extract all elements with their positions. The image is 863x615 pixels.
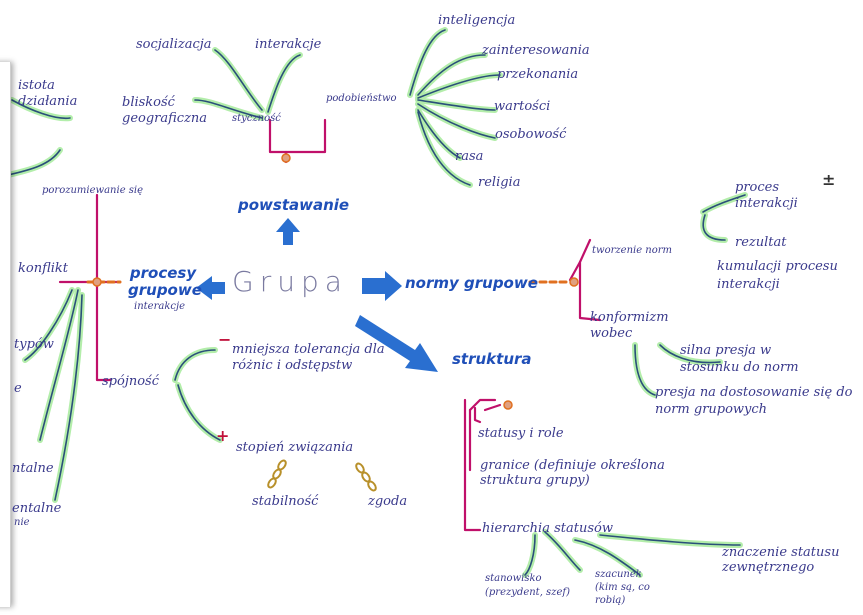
node-szacunek: szacunek (kim są, co robią): [595, 569, 650, 606]
main-arrows: [196, 218, 438, 372]
podobienstwo-item: inteligencja: [438, 13, 516, 28]
node-porozumiewanie: porozumiewanie się: [42, 185, 144, 196]
node-stopien: stopień związania: [236, 440, 354, 455]
chain-links: [267, 459, 377, 492]
ink-strokes: [7, 29, 746, 576]
node-znaczenie: znaczenie statusu zewnętrznego: [722, 545, 840, 575]
cut-fragment: nie: [14, 517, 30, 528]
center-title: Grupa: [232, 265, 348, 298]
node-podobienstwo: podobieństwo: [326, 93, 397, 104]
branch-brackets: [58, 118, 602, 532]
node-istota-dzialania: istota działania: [18, 78, 78, 109]
node-kumulacji: kumulacji procesu interakcji: [717, 259, 838, 292]
node-stycznosc: styczność: [232, 113, 281, 124]
procesy-sub: interakcje: [134, 301, 185, 312]
node-spojnosc: spójność: [102, 374, 160, 389]
podobienstwo-item: religia: [478, 175, 521, 190]
cut-fragment: ntalne: [12, 461, 54, 476]
node-konflikt: konflikt: [18, 261, 69, 276]
podobienstwo-item: osobowość: [495, 127, 567, 142]
branch-normy: normy grupowe: [405, 274, 538, 292]
node-granice: granice (definiuje określona struktura g…: [480, 458, 665, 488]
cut-fragment: e: [14, 381, 22, 396]
branch-nodes: [92, 153, 579, 410]
node-presja2: presja na dostosowanie się do norm grupo…: [655, 385, 853, 417]
node-hierarchia: hierarchia statusów: [482, 521, 613, 536]
branch-procesy: procesy grupowe: [128, 264, 202, 299]
plus-minus-sign: ±: [822, 170, 836, 189]
branch-struktura: struktura: [452, 350, 532, 368]
node-statusy: statusy i role: [478, 426, 564, 441]
node-konformizm: konformizm wobec: [590, 310, 669, 341]
podobienstwo-item: zainteresowania: [482, 43, 590, 58]
podobienstwo-item: wartości: [494, 99, 551, 114]
node-bliskosc: bliskość geograficzna: [122, 95, 208, 126]
node-stabilnosc: stabilność: [252, 494, 319, 509]
branch-powstawanie: powstawanie: [238, 196, 350, 214]
node-zgoda: zgoda: [368, 494, 408, 509]
podobienstwo-item: przekonania: [497, 67, 579, 82]
node-tworzenie: tworzenie norm: [592, 245, 673, 256]
plus-sign: +: [216, 426, 230, 445]
minus-sign: −: [218, 330, 232, 349]
node-tolerancja: mniejsza tolerancja dla różnic i odstęps…: [232, 342, 385, 373]
left-overlay-card: [0, 62, 11, 607]
node-proces: proces interakcji: [735, 180, 798, 211]
podobienstwo-item: rasa: [455, 149, 484, 164]
node-interakcje: interakcje: [255, 37, 322, 52]
node-rezultat: rezultat: [735, 235, 787, 250]
node-stanowisko: stanowisko (prezydent, szef): [485, 573, 570, 598]
node-presja: silna presja w stosunku do norm: [680, 343, 799, 375]
cut-fragment: entalne: [12, 501, 62, 516]
cut-fragment: typów: [14, 337, 54, 352]
node-socjalizacja: socjalizacja: [136, 37, 212, 52]
